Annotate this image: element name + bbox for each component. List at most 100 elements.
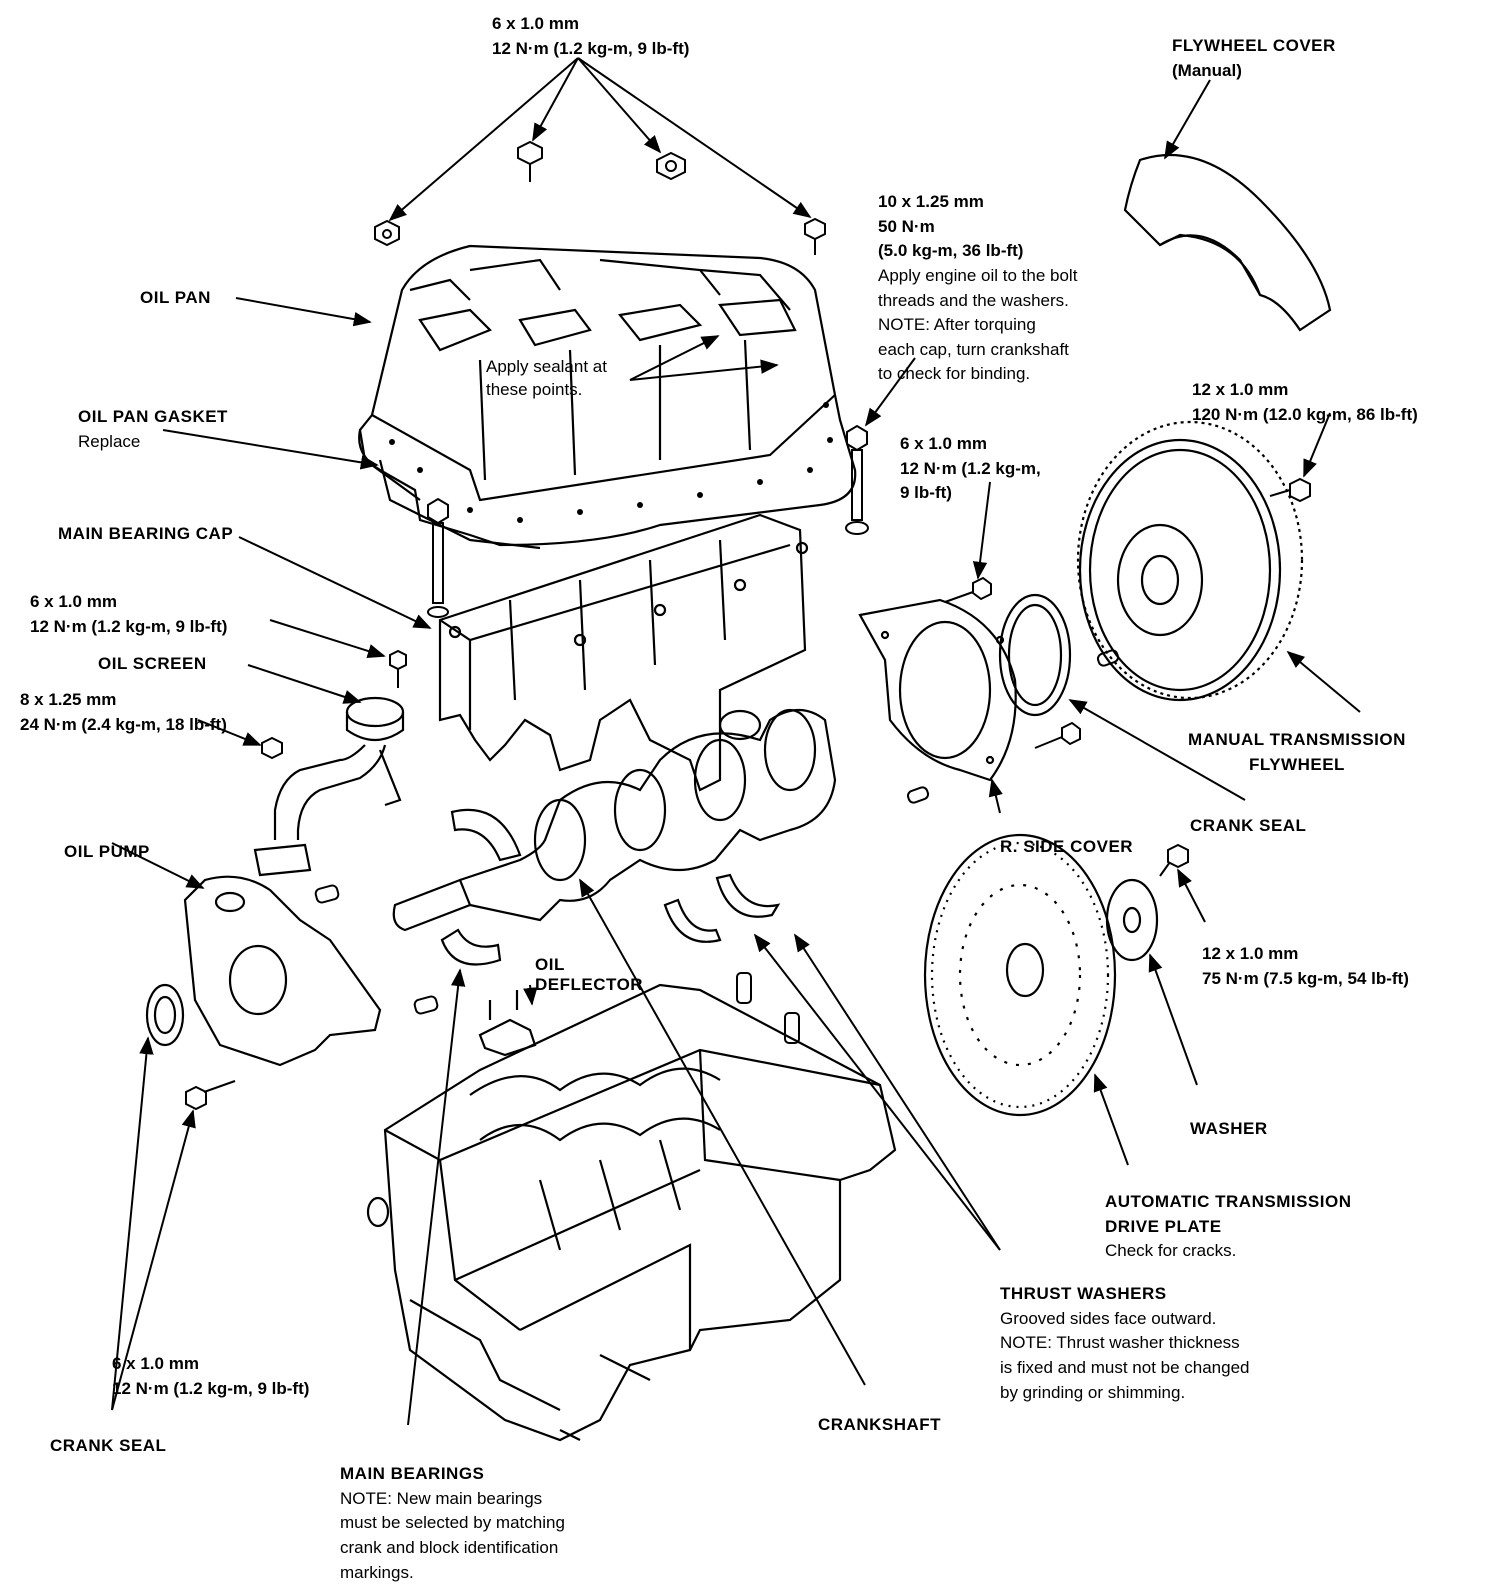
screen-bolt-torque: 12 N·m (1.2 kg-m, 9 lb-ft)	[30, 616, 228, 636]
screen-bolt-label: 6 x 1.0 mm 12 N·m (1.2 kg-m, 9 lb-ft)	[30, 590, 227, 639]
sealant-line-1: Apply sealant at	[486, 357, 607, 376]
oil-deflector-label: OIL DEFLECTOR	[535, 955, 643, 996]
flywheel-bolt-spec: 12 x 1.0 mm	[1192, 380, 1289, 399]
flywheel-cover-label: FLYWHEEL COVER (Manual)	[1172, 34, 1336, 83]
thrust-washers-note-2: NOTE: Thrust washer thickness	[1000, 1333, 1240, 1353]
oil-pan-gasket	[389, 402, 833, 523]
oil-pump	[183, 843, 382, 1067]
engine-block	[366, 983, 897, 1442]
top-bolt-spec: 6 x 1.0 mm	[492, 14, 579, 33]
automatic-transmission-drive-plate	[923, 833, 1117, 1117]
main-cap-bolt-note-3: NOTE: After torquing	[878, 315, 1036, 335]
oil-pan-gasket-name: OIL PAN GASKET	[78, 407, 228, 426]
crank-seal-left-label: CRANK SEAL	[50, 1434, 166, 1459]
pump-bolt	[185, 649, 407, 1111]
drive-plate-bolt-spec: 12 x 1.0 mm	[1202, 944, 1299, 963]
side-cover-bolt-spec: 6 x 1.0 mm	[900, 434, 987, 453]
drive-plate-line-1: AUTOMATIC TRANSMISSION	[1105, 1192, 1352, 1211]
oil-screen	[273, 696, 405, 840]
pump-bolt-spec: 6 x 1.0 mm	[112, 1354, 199, 1373]
main-bearings-note-3: crank and block identification	[340, 1537, 559, 1557]
main-bearing-cap-label: MAIN BEARING CAP	[58, 522, 233, 547]
crankshaft-name: CRANKSHAFT	[818, 1415, 942, 1434]
main-bearings-name: MAIN BEARINGS	[340, 1464, 485, 1483]
main-cap-bolt-label: 10 x 1.25 mm 50 N·m (5.0 kg-m, 36 lb-ft)…	[878, 190, 1077, 387]
washer-name: WASHER	[1190, 1119, 1268, 1138]
oil-pan-name: OIL PAN	[140, 288, 211, 307]
flywheel-bolt	[1269, 477, 1311, 503]
main-bearing-shells	[440, 808, 522, 966]
oil-deflector-line-2: DEFLECTOR	[535, 975, 644, 995]
main-cap-bolt-note-4: each cap, turn crankshaft	[878, 339, 1069, 359]
drive-plate-label: AUTOMATIC TRANSMISSION DRIVE PLATE Check…	[1105, 1190, 1351, 1264]
thrust-washers-note-3: is fixed and must not be changed	[1000, 1357, 1250, 1377]
flywheel-cover	[1123, 153, 1332, 332]
main-cap-bolt-spec: 10 x 1.25 mm	[878, 192, 984, 211]
dowel-pins	[314, 649, 1120, 1044]
side-cover-bolt-torque: 12 N·m (1.2 kg-m,	[900, 458, 1041, 478]
oil-pump-name: OIL PUMP	[64, 842, 150, 861]
manual-flywheel-label: MANUAL TRANSMISSION FLYWHEEL	[1188, 728, 1406, 777]
flywheel-cover-name: FLYWHEEL COVER	[1172, 36, 1336, 55]
main-bearing-cap-name: MAIN BEARING CAP	[58, 524, 234, 543]
thrust-washer-parts	[663, 873, 781, 943]
top-bolt-torque: 12 N·m (1.2 kg-m, 9 lb-ft)	[492, 38, 690, 58]
top-bolt-torque-label: 6 x 1.0 mm 12 N·m (1.2 kg-m, 9 lb-ft)	[492, 12, 689, 61]
crank-seal-right-part	[998, 593, 1072, 717]
main-cap-bolt-torque: 50 N·m	[878, 216, 935, 236]
side-cover-bolt-label: 6 x 1.0 mm 12 N·m (1.2 kg-m, 9 lb-ft)	[900, 432, 1041, 506]
washer-label: WASHER	[1190, 1117, 1268, 1142]
manual-flywheel-line-1: MANUAL TRANSMISSION	[1188, 730, 1406, 749]
sealant-line-2: these points.	[486, 379, 583, 399]
screen-nut-torque: 24 N·m (2.4 kg-m, 18 lb-ft)	[20, 714, 227, 734]
screen-nut-label: 8 x 1.25 mm 24 N·m (2.4 kg-m, 18 lb-ft)	[20, 688, 227, 737]
r-side-cover-name: R. SIDE COVER	[1000, 837, 1134, 856]
oil-pan-gasket-note: Replace	[78, 431, 141, 451]
crank-seal-right-name: CRANK SEAL	[1190, 816, 1307, 835]
drive-plate-note: Check for cracks.	[1105, 1241, 1237, 1261]
crankshaft	[392, 708, 837, 932]
drive-plate-line-2: DRIVE PLATE	[1105, 1216, 1222, 1236]
sealant-label: Apply sealant at these points.	[486, 356, 607, 402]
main-cap-bolt-note-2: threads and the washers.	[878, 290, 1069, 310]
oil-pan-label: OIL PAN	[140, 286, 211, 311]
main-cap-bolt	[427, 424, 869, 618]
manual-flywheel-line-2: FLYWHEEL	[1248, 754, 1345, 774]
oil-deflector-line-1: OIL	[535, 955, 565, 974]
main-cap-bolt-note-1: Apply engine oil to the bolt	[878, 265, 1078, 285]
right-side-cover	[858, 598, 1017, 782]
main-bearings-note-4: markings.	[340, 1562, 414, 1582]
crank-seal-right-label: CRANK SEAL	[1190, 814, 1306, 839]
leader-lines	[111, 57, 1361, 1426]
flywheel-bolt-torque: 120 N·m (12.0 kg-m, 86 lb-ft)	[1192, 404, 1418, 424]
thrust-washers-label: THRUST WASHERS Grooved sides face outwar…	[1000, 1282, 1250, 1405]
oil-screen-label: OIL SCREEN	[98, 652, 207, 677]
oil-pan	[358, 244, 857, 550]
r-side-cover-label: R. SIDE COVER	[1000, 835, 1133, 860]
pump-bolt-torque: 12 N·m (1.2 kg-m, 9 lb-ft)	[112, 1378, 310, 1398]
drive-plate-bolt	[1159, 843, 1189, 877]
crank-seal-left-name: CRANK SEAL	[50, 1436, 167, 1455]
crankshaft-label: CRANKSHAFT	[818, 1413, 941, 1438]
manual-transmission-flywheel	[1076, 420, 1304, 702]
main-cap-bolt-note-5: to check for binding.	[878, 364, 1031, 384]
crank-seal-left-part	[145, 983, 185, 1047]
main-bearing-cap	[438, 513, 809, 792]
pump-bolt-label: 6 x 1.0 mm 12 N·m (1.2 kg-m, 9 lb-ft)	[112, 1352, 309, 1401]
oil-pump-label: OIL PUMP	[64, 840, 150, 865]
drive-plate-bolt-label: 12 x 1.0 mm 75 N·m (7.5 kg-m, 54 lb-ft)	[1202, 942, 1409, 991]
main-bearings-label: MAIN BEARINGS NOTE: New main bearings mu…	[340, 1462, 565, 1585]
main-cap-bolt-torque-2: (5.0 kg-m, 36 lb-ft)	[878, 241, 1024, 261]
main-bearings-note-2: must be selected by matching	[340, 1513, 565, 1533]
flywheel-bolt-label: 12 x 1.0 mm 120 N·m (12.0 kg-m, 86 lb-ft…	[1192, 378, 1418, 427]
oil-screen-name: OIL SCREEN	[98, 654, 207, 673]
thrust-washers-note-4: by grinding or shimming.	[1000, 1382, 1186, 1402]
oil-pan-nuts-and-bolts	[374, 140, 826, 255]
flywheel-cover-note: (Manual)	[1172, 60, 1242, 80]
drive-plate-washer	[1105, 878, 1159, 962]
main-bearings-note-1: NOTE: New main bearings	[340, 1488, 543, 1508]
thrust-washers-name: THRUST WASHERS	[1000, 1284, 1167, 1303]
screen-bolt-spec: 6 x 1.0 mm	[30, 592, 117, 611]
oil-deflector-part	[478, 990, 537, 1057]
